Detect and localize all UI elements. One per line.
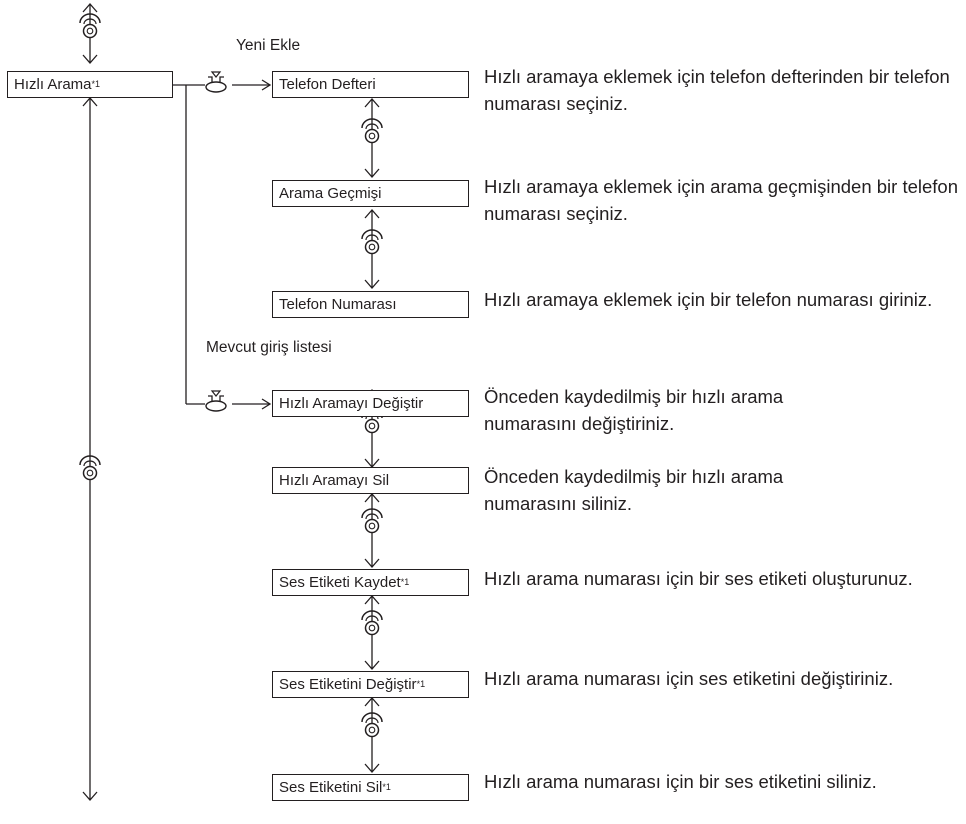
arrow-to-telefon-defteri [261, 79, 272, 91]
menu-item-telefon-numarasi[interactable]: Telefon Numarası [272, 291, 469, 318]
menu-item-ses-etiketini-sil[interactable]: Ses Etiketini Sil*1 [272, 774, 469, 801]
root-label: Hızlı Arama [14, 75, 92, 93]
connector-7-8 [361, 697, 383, 773]
menu-item-label: Ses Etiketini Değiştir [279, 675, 417, 693]
root-menu-box[interactable]: Hızlı Arama*1 [7, 71, 173, 98]
menu-item-label: Hızlı Aramayı Sil [279, 471, 390, 489]
main-top-arrow [82, 3, 98, 13]
select-icon-new [205, 71, 227, 93]
main-long-arrow-up [82, 97, 98, 107]
connector-2-3 [361, 209, 383, 289]
footnote-marker: *1 [400, 576, 410, 587]
menu-item-label: Ses Etiketini Sil [279, 778, 383, 796]
menu-item-label: Telefon Numarası [279, 295, 397, 313]
menu-item-hizli-aramayi-sil[interactable]: Hızlı Aramayı Sil [272, 467, 469, 494]
arrow-to-hizli-aramayi-degistir [261, 398, 272, 410]
menu-item-label: Hızlı Aramayı Değiştir [279, 394, 424, 412]
description-hizli-aramayi-degistir: Önceden kaydedilmiş bir hızlı arama numa… [484, 386, 784, 434]
root-footnote: *1 [91, 78, 101, 89]
menu-item-ses-etiketi-kaydet[interactable]: Ses Etiketi Kaydet*1 [272, 569, 469, 596]
menu-item-label: Ses Etiketi Kaydet [279, 573, 401, 591]
menu-item-telefon-defteri[interactable]: Telefon Defteri [272, 71, 469, 98]
menu-item-hizli-aramayi-degistir[interactable]: Hızlı Aramayı Değiştir [272, 390, 469, 417]
select-icon-existing [205, 390, 227, 412]
menu-item-label: Arama Geçmişi [279, 184, 382, 202]
description-ses-etiketini-sil: Hızlı arama numarası için bir ses etiket… [484, 771, 877, 792]
menu-item-arama-gecmisi[interactable]: Arama Geçmişi [272, 180, 469, 207]
menu-item-label: Telefon Defteri [279, 75, 376, 93]
footnote-marker: *1 [416, 678, 426, 689]
description-hizli-aramayi-sil: Önceden kaydedilmiş bir hızlı arama numa… [484, 466, 784, 514]
description-arama-gecmisi: Hızlı aramaya eklemek için arama geçmişi… [484, 176, 959, 224]
branch-label-new: Yeni Ekle [236, 37, 301, 54]
description-ses-etiketini-degistir: Hızlı arama numarası için ses etiketini … [484, 668, 894, 689]
main-long-arrow-down [82, 791, 98, 801]
branch-label-existing: Mevcut giriş listesi [206, 339, 332, 356]
connector-1-2 [361, 98, 383, 178]
description-ses-etiketi-kaydet: Hızlı arama numarası için bir ses etiket… [484, 568, 913, 589]
main-top-arrow-down [82, 54, 98, 64]
menu-item-ses-etiketini-degistir[interactable]: Ses Etiketini Değiştir*1 [272, 671, 469, 698]
description-telefon-defteri: Hızlı aramaya eklemek için telefon defte… [484, 66, 950, 114]
connector-5-6 [361, 493, 383, 568]
description-telefon-numarasi: Hızlı aramaya eklemek için bir telefon n… [484, 289, 933, 310]
footnote-marker: *1 [382, 781, 391, 792]
connector-6-7 [361, 595, 383, 670]
